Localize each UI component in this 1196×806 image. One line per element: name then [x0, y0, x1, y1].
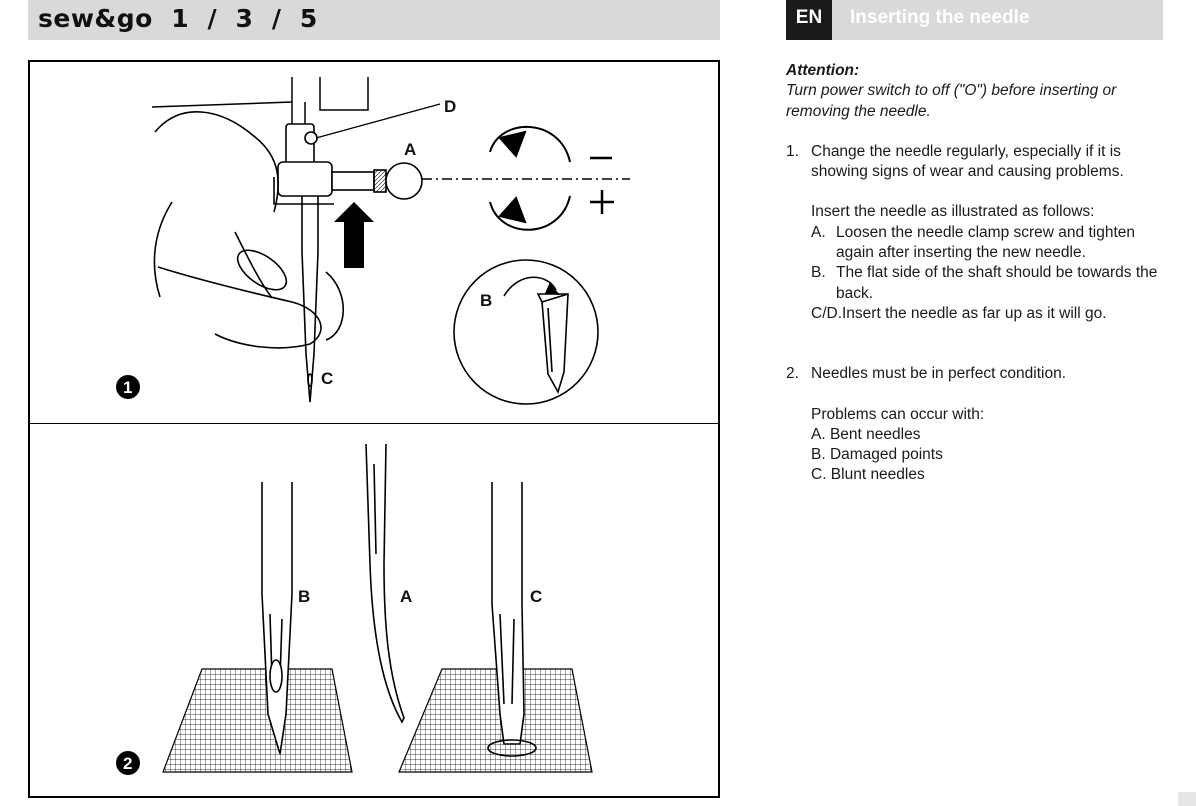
label-d: D: [444, 97, 456, 116]
step-badge-2-number: 2: [123, 754, 132, 773]
label-a: A: [404, 140, 416, 159]
step-2-number: 2.: [786, 365, 799, 383]
attention-title: Attention:: [786, 62, 860, 79]
label-c: C: [321, 369, 333, 388]
needle-illustration-frame: D A B C 1: [28, 60, 720, 798]
needle-clamp: [273, 123, 423, 205]
needle: [301, 196, 319, 403]
step-1-number: 1.: [786, 142, 799, 160]
needle-c-blunt: [487, 482, 537, 757]
step-2: 2. Needles must be in perfect condition.: [786, 364, 1166, 384]
step-2-item-a: A. Bent needles: [811, 425, 921, 443]
label-b: B: [480, 291, 492, 310]
step-1-item-b: B. The flat side of the shaft should be …: [811, 264, 1158, 302]
magnified-needle-shaft-detail: [453, 259, 599, 405]
section-title: Inserting the needle: [850, 7, 1030, 28]
step-2-text: Needles must be in perfect condition.: [811, 365, 1067, 383]
plus-icon: [590, 190, 614, 214]
right-page-header: EN Inserting the needle: [786, 0, 1163, 40]
step-badge-1: [116, 375, 140, 399]
step-2-item-b: B. Damaged points: [811, 446, 943, 464]
figure-2-needle-condition: B A C 2: [116, 443, 593, 775]
step-1-item-a: A. Loosen the needle clamp screw and tig…: [811, 223, 1136, 262]
rotation-arrows-icon: [489, 126, 571, 231]
step-1: 1. Change the needle regularly, especial…: [786, 142, 1166, 183]
step-2-intro: Problems can occur with:: [811, 405, 985, 423]
needle-b-damaged: [261, 482, 293, 755]
step-2-item-c: C. Blunt needles: [811, 466, 925, 484]
fabric-left: [162, 668, 353, 773]
figure-divider: [30, 423, 718, 424]
step-badge-2: [116, 751, 140, 775]
language-tag: EN: [786, 0, 832, 40]
step-1-text: Change the needle regularly, especially …: [811, 142, 1124, 181]
machine-body: [151, 77, 369, 162]
figure-1-inserting-needle: D A B C 1: [116, 77, 630, 405]
label-b: B: [298, 587, 310, 606]
step-1-final: C/D.Insert the needle as far up as it wi…: [811, 304, 1107, 322]
attention-text: Turn power switch to off ("O") before in…: [786, 82, 1117, 120]
left-page-header: sew&go 1 / 3 / 5: [28, 0, 720, 40]
model-title: sew&go 1 / 3 / 5: [38, 4, 318, 33]
label-c: C: [530, 587, 542, 606]
needle-a-bent: [365, 443, 405, 724]
step-badge-1-number: 1: [123, 378, 132, 397]
instructions: Attention: Turn power switch to off ("O"…: [786, 61, 1166, 486]
fabric-right: [398, 668, 593, 773]
step-1-intro: Insert the needle as illustrated as foll…: [811, 203, 1095, 221]
arrow-up-icon: [334, 202, 374, 268]
label-a: A: [400, 587, 412, 606]
page-corner-mark: [1178, 792, 1196, 806]
hand-holding-needle: [153, 111, 345, 349]
